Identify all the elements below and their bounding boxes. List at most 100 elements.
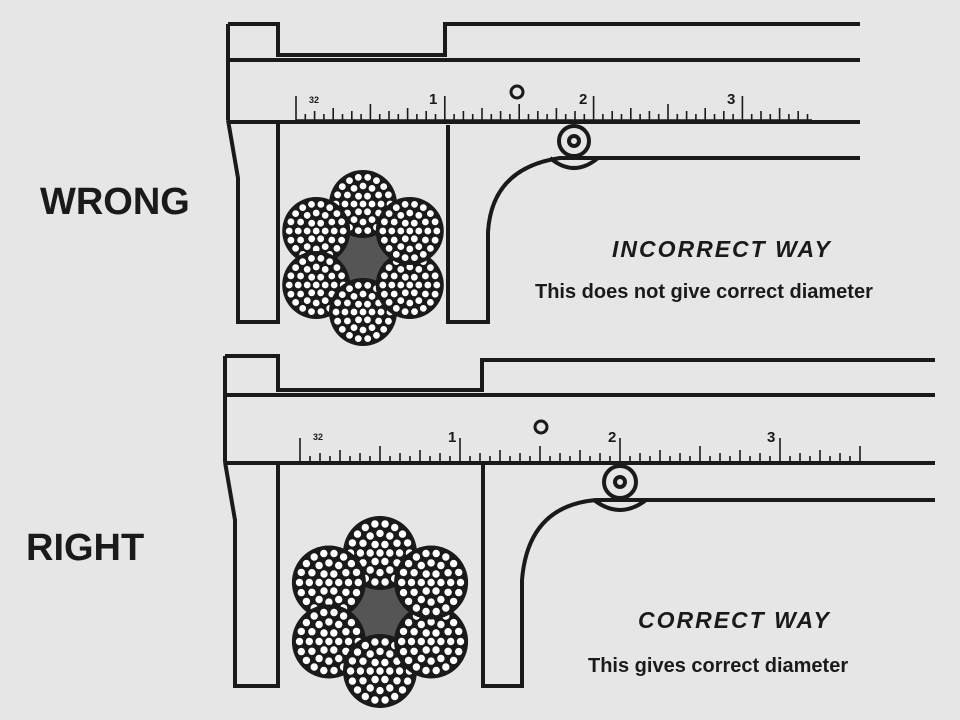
rope-wire <box>316 288 326 298</box>
rope-wire <box>367 199 377 209</box>
scale-pin-wrong <box>509 84 525 100</box>
rope-wire <box>380 556 390 567</box>
rope-wire <box>337 182 347 192</box>
rope-wire <box>430 271 440 281</box>
rope-wire <box>304 636 315 647</box>
rope-wire <box>425 263 435 273</box>
rope-wire <box>307 587 317 598</box>
rope-wire <box>365 548 376 558</box>
beam <box>228 58 860 124</box>
rope-wire <box>426 636 437 647</box>
rope-wire <box>380 695 391 705</box>
rope-wire <box>358 217 368 227</box>
rope-wire <box>349 323 359 333</box>
rope-wire <box>351 587 362 598</box>
rope-wire <box>371 176 382 186</box>
rope-wire <box>380 539 390 550</box>
rope-wire <box>302 210 312 220</box>
lock-screw <box>602 464 638 500</box>
rope-wire <box>318 665 329 676</box>
rope-wire <box>414 226 424 236</box>
rope-wire <box>445 636 456 647</box>
rope-wire <box>398 587 409 598</box>
rope-wire <box>448 558 459 569</box>
rope-wire <box>436 594 446 605</box>
rope-wire <box>306 307 317 317</box>
rope-wire <box>423 280 433 290</box>
rope-wire <box>367 307 377 317</box>
rope-wire <box>430 235 440 245</box>
rope-wire <box>431 548 442 559</box>
rope-wire <box>376 307 386 317</box>
scale-label-1: 1 <box>429 91 437 108</box>
rope-wire <box>426 597 437 607</box>
rope-wire <box>347 656 358 666</box>
rope-wire <box>324 617 334 627</box>
rope-wire <box>338 226 348 236</box>
rope-wire <box>389 522 400 533</box>
rope-wire <box>352 529 363 539</box>
rope-wire <box>352 647 363 657</box>
rope-wire <box>443 626 454 637</box>
rope-wire <box>353 226 363 236</box>
rope-wire <box>379 324 389 334</box>
rope-wire <box>400 272 410 282</box>
rope-wire <box>365 666 376 676</box>
rope-wire <box>333 298 343 308</box>
rope-wire <box>431 665 442 676</box>
rope-wire <box>329 548 339 559</box>
rope-wire <box>378 280 388 290</box>
right-label: RIGHT <box>26 527 144 569</box>
rope-wire <box>329 607 339 618</box>
rope-wire <box>371 330 382 340</box>
rope-wire <box>302 264 312 274</box>
rope-wire <box>347 676 358 686</box>
rope-wire <box>370 674 381 685</box>
rope-wire <box>340 307 350 317</box>
rope-wire <box>349 307 359 317</box>
rope-wire <box>430 217 440 227</box>
rope-wire <box>358 656 368 667</box>
rope-wire <box>380 637 391 647</box>
slider <box>481 465 935 688</box>
rope-wire <box>363 172 373 182</box>
rope-wire <box>396 636 407 647</box>
rope-wire <box>338 552 349 562</box>
rope-wire <box>296 646 307 657</box>
rope-wire <box>293 280 303 290</box>
rope-wire <box>380 577 391 587</box>
rope-wire <box>341 567 351 578</box>
rope-wire <box>331 307 341 317</box>
rope-wire <box>320 210 330 220</box>
rope-wire <box>398 646 409 657</box>
rope-wire <box>314 560 325 571</box>
rope-wire <box>296 626 307 637</box>
rope-wire <box>425 243 435 253</box>
rope-wire <box>420 289 430 299</box>
rope-wire <box>304 577 315 588</box>
wire-rope-cross-section <box>282 170 444 346</box>
rope-wire <box>418 203 428 213</box>
rope-wire <box>362 299 373 309</box>
rope-wire <box>360 522 371 533</box>
scale-right <box>299 438 865 463</box>
rope-wire <box>402 538 413 548</box>
rope-wire <box>409 253 420 263</box>
rope-wire <box>298 303 308 313</box>
rope-wire <box>332 263 342 273</box>
rope-wire <box>391 249 401 259</box>
rope-wire <box>400 234 410 244</box>
rope-wire <box>411 552 422 562</box>
rope-wire <box>301 617 312 628</box>
rope-wire <box>306 253 317 263</box>
rope-wire <box>421 628 432 638</box>
rope-wire <box>384 297 394 307</box>
rope-core-fill <box>351 583 409 641</box>
rope-wire <box>409 218 419 228</box>
rope-wire <box>453 567 464 578</box>
rope-wire <box>416 594 427 605</box>
rope-wire <box>349 199 359 209</box>
rope-wire <box>384 209 394 219</box>
rope-wire <box>355 548 366 558</box>
